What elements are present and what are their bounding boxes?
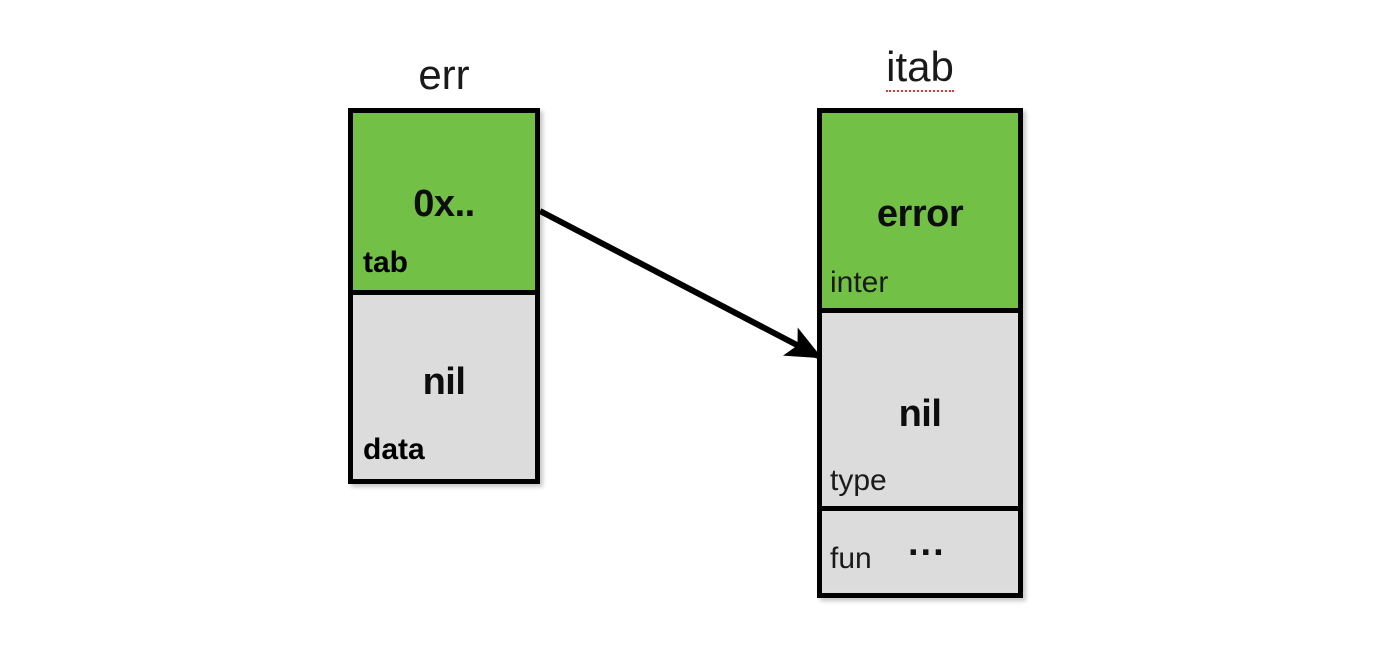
struct-field-err-tab-label: tab [363,246,408,279]
struct-field-itab-inter-value: error [876,193,964,235]
struct-field-itab-fun-value: ... [908,522,946,564]
struct-field-itab-type: nil type [822,308,1018,506]
pointer-arrow-line [538,208,823,359]
struct-field-itab-inter-label: inter [830,266,889,299]
struct-title-itab: itab [817,46,1023,92]
struct-field-err-data-value: nil [422,361,466,403]
struct-field-err-tab-value: 0x.. [413,183,475,225]
struct-field-err-data: nil data [353,290,535,479]
struct-title-err: err [418,51,470,98]
struct-box-itab: error inter nil type fun ... [817,108,1023,598]
struct-field-itab-fun-label: fun [830,542,872,575]
struct-field-itab-fun: fun ... [822,506,1018,588]
struct-field-itab-type-value: nil [898,393,942,435]
struct-box-err: 0x.. tab nil data [348,108,540,484]
struct-field-err-data-label: data [363,433,425,466]
struct-field-itab-type-label: type [830,464,887,497]
struct-field-itab-inter: error inter [822,113,1018,308]
struct-title-itab-text: itab [886,43,954,92]
struct-field-err-tab: 0x.. tab [353,113,535,290]
